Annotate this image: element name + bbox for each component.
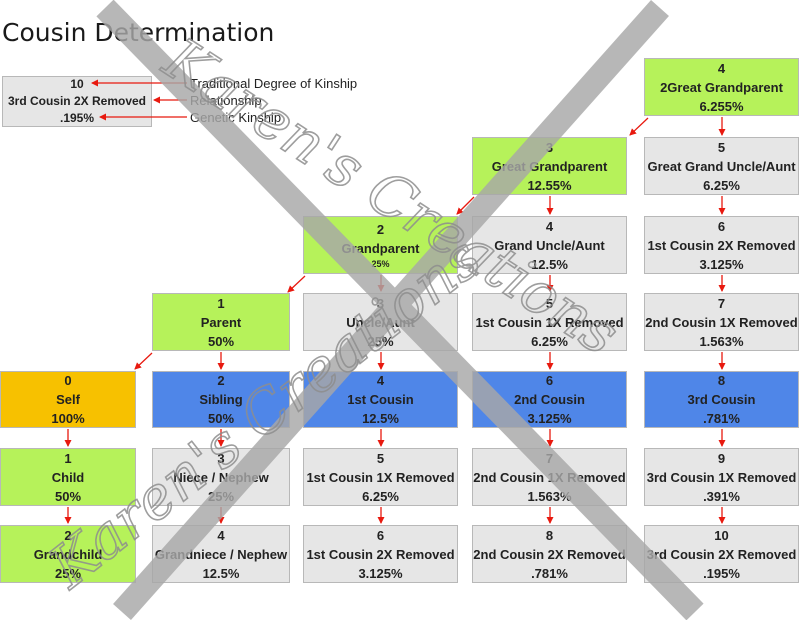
- box-genetic: 50%: [54, 488, 82, 504]
- ancestor-arrow: [134, 352, 153, 370]
- box-degree: 0: [64, 373, 72, 388]
- box-relationship: 3rd Cousin: [687, 392, 756, 407]
- box-degree: 6: [717, 218, 726, 234]
- box-genetic: 100%: [51, 411, 85, 426]
- box-degree: 1: [64, 450, 72, 466]
- box-relationship: Self: [56, 392, 80, 407]
- legend-genetic: .195%: [59, 111, 95, 125]
- box-genetic: .195%: [703, 565, 740, 581]
- box-genetic: 1.563%: [699, 333, 744, 349]
- box-genetic: .391%: [703, 488, 740, 504]
- box-degree: 2: [64, 527, 72, 543]
- ancestor-arrow: [287, 275, 306, 293]
- ancestor-arrow: [629, 117, 649, 136]
- box-degree: 7: [717, 295, 726, 311]
- box-genetic: 25%: [54, 565, 82, 581]
- box-degree: 8: [717, 373, 726, 388]
- box-genetic: 6.25%: [703, 177, 740, 193]
- box-degree: 4: [717, 60, 726, 76]
- box-degree: 10: [714, 527, 729, 543]
- ancestor-arrow: [456, 196, 475, 215]
- box-relationship: Child: [51, 469, 85, 485]
- box-genetic: .781%: [703, 411, 740, 426]
- legend-degree: 10: [70, 77, 84, 91]
- box-degree: 5: [717, 139, 726, 155]
- box-relationship: Grandchild: [33, 546, 103, 562]
- box-genetic: 3.125%: [699, 256, 744, 272]
- box-genetic: 6.255%: [699, 98, 744, 114]
- box-degree: 9: [717, 450, 726, 466]
